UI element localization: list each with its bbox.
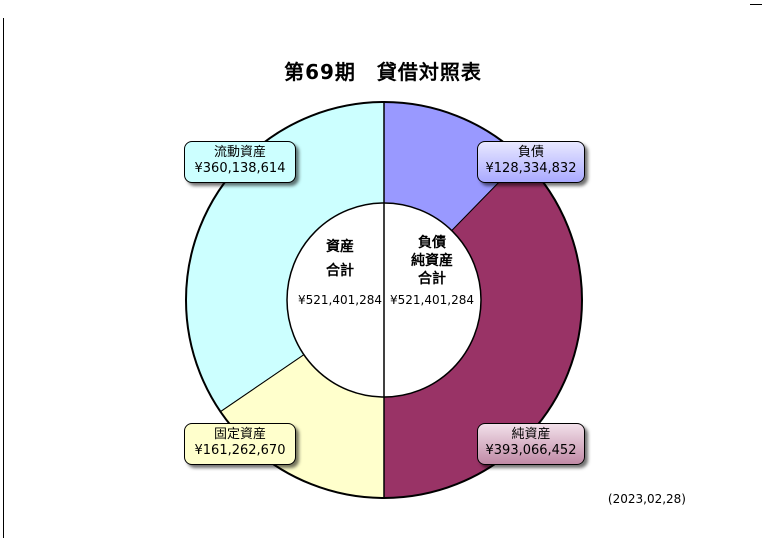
label-current-assets-value: ¥360,138,614 (194, 161, 286, 176)
center-right-title-2: 純資産 (411, 253, 453, 269)
outer-ring-border (185, 101, 583, 499)
center-left-title-1: 資産 (326, 239, 354, 255)
center-right-title-1: 負債 (418, 235, 446, 251)
label-net-assets: 純資産 ¥393,066,452 (477, 423, 585, 465)
center-right-title-3: 合計 (418, 271, 446, 287)
center-right: 負債 純資産 合計 ¥521,401,284 (386, 234, 478, 308)
center-left-value: ¥521,401,284 (298, 293, 382, 307)
report-date: (2023,02,28) (607, 492, 686, 506)
center-left: 資産 合計 ¥521,401,284 (296, 238, 384, 308)
label-fixed-assets-name: 固定資産 (213, 427, 266, 442)
label-current-assets-name: 流動資産 (213, 145, 266, 160)
label-net-assets-value: ¥393,066,452 (485, 443, 577, 458)
label-fixed-assets: 固定資産 ¥161,262,670 (184, 423, 296, 465)
label-current-assets: 流動資産 ¥360,138,614 (184, 141, 296, 183)
frame-left-border (3, 18, 4, 538)
label-fixed-assets-value: ¥161,262,670 (194, 443, 286, 458)
label-net-assets-name: 純資産 (511, 427, 551, 442)
frame-top-tick (750, 4, 762, 5)
label-liabilities-value: ¥128,334,832 (485, 161, 577, 176)
center-left-title-2: 合計 (326, 263, 354, 279)
chart-title: 第69期 貸借対照表 (284, 60, 482, 84)
label-liabilities-name: 負債 (517, 145, 544, 160)
center-right-value: ¥521,401,284 (390, 293, 474, 307)
label-liabilities: 負債 ¥128,334,832 (477, 141, 585, 183)
